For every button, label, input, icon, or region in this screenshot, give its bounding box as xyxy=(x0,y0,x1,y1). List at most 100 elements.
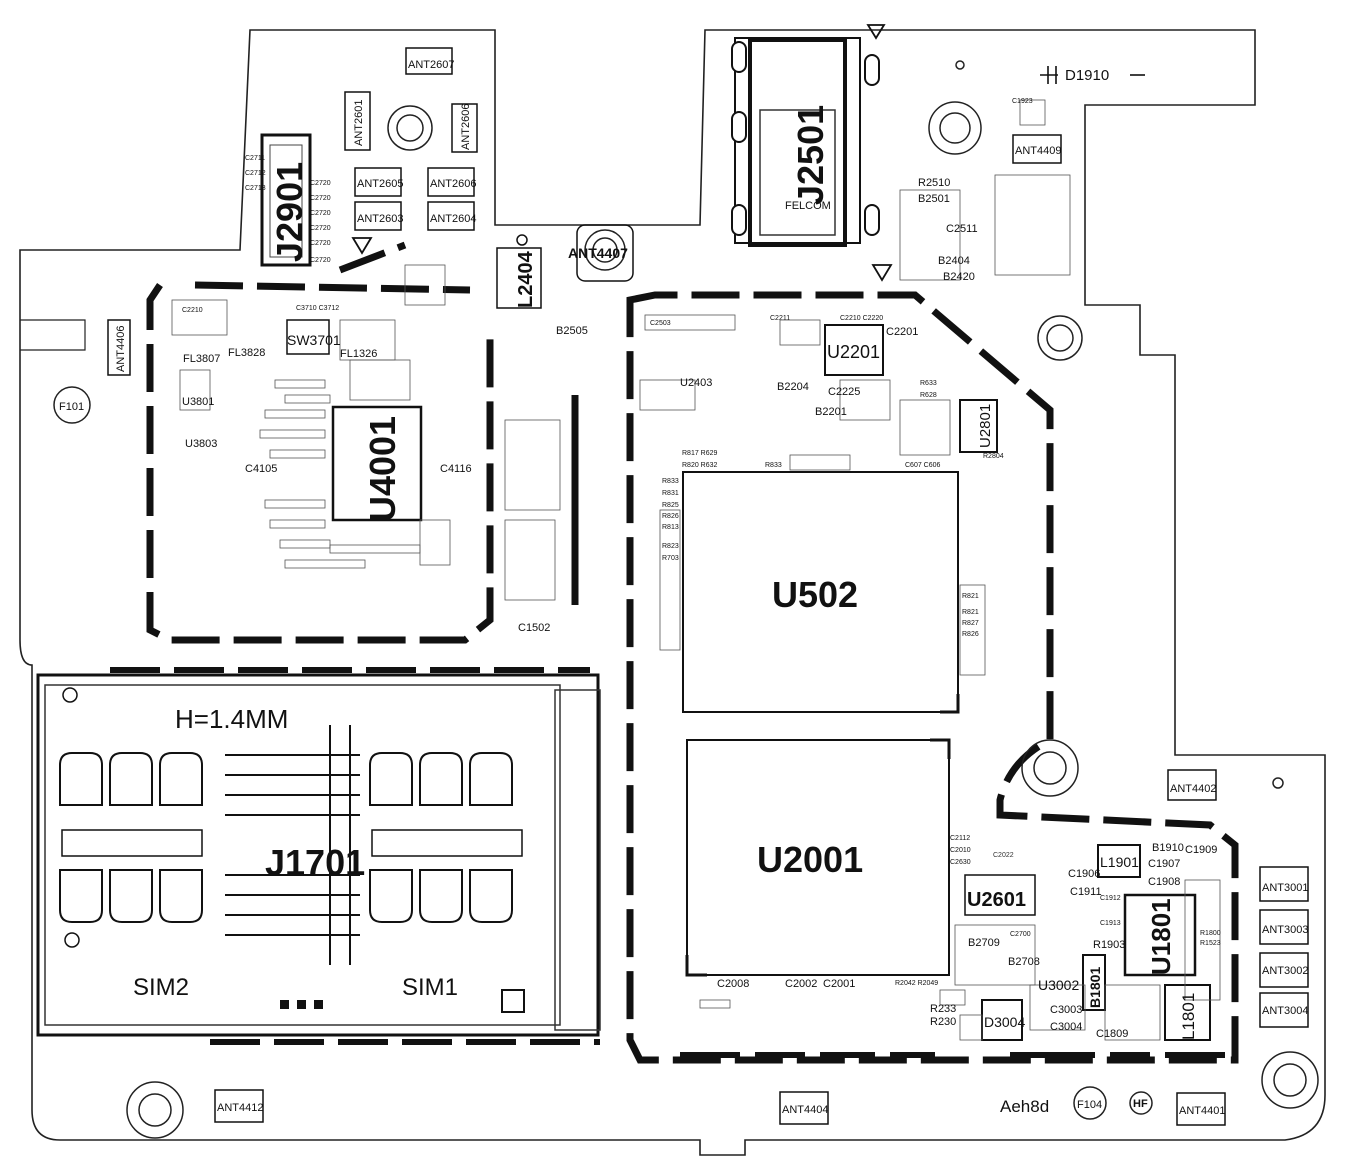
b2501-label: B2501 xyxy=(918,193,950,205)
c2001-label: C2001 xyxy=(823,978,855,990)
svg-text:C1913: C1913 xyxy=(1100,920,1121,927)
ant3003-label: ANT3003 xyxy=(1262,924,1308,936)
svg-text:C2720: C2720 xyxy=(310,180,331,187)
felcom-label: FELCOM xyxy=(785,200,831,212)
svg-text:R2042 R2049: R2042 R2049 xyxy=(895,980,938,987)
c4116-label: C4116 xyxy=(440,463,472,475)
u3803-label: U3803 xyxy=(185,438,217,450)
svg-text:C2630: C2630 xyxy=(950,859,971,866)
svg-text:C2720: C2720 xyxy=(310,240,331,247)
sim-height-label: H=1.4MM xyxy=(175,704,288,734)
ant3004-label: ANT3004 xyxy=(1262,1005,1308,1017)
u502-label: U502 xyxy=(772,574,858,615)
b1801-label: B1801 xyxy=(1087,967,1103,1008)
hf-label: HF xyxy=(1133,1098,1148,1110)
u3002-label: U3002 xyxy=(1038,977,1079,993)
c4105-label: C4105 xyxy=(245,463,277,475)
svg-text:C2010: C2010 xyxy=(950,847,971,854)
l2404-label: L2404 xyxy=(515,250,537,308)
c2008-label: C2008 xyxy=(717,978,749,990)
fl1326-label: FL1326 xyxy=(340,348,377,360)
svg-text:C2720: C2720 xyxy=(310,257,331,264)
ant2605-label: ANT2605 xyxy=(357,178,403,190)
d3004-label: D3004 xyxy=(984,1014,1025,1030)
svg-text:R1523: R1523 xyxy=(1200,940,1221,947)
c1502-label: C1502 xyxy=(518,622,550,634)
svg-text:C3710 C3712: C3710 C3712 xyxy=(296,305,339,312)
b2204-label: B2204 xyxy=(777,381,809,393)
r1903-label: R1903 xyxy=(1093,939,1125,951)
c2002-label: C2002 xyxy=(785,978,817,990)
ant2604-label: ANT2604 xyxy=(430,213,476,225)
l1801-label: L1801 xyxy=(1179,993,1198,1040)
d1910-label: D1910 xyxy=(1065,67,1109,84)
j2901-label: J2901 xyxy=(269,162,310,262)
b1910-label: B1910 xyxy=(1152,842,1184,854)
c2022-label: C2022 xyxy=(993,852,1014,859)
ant2601-label: ANT2601 xyxy=(353,100,365,146)
svg-text:R628: R628 xyxy=(920,392,937,399)
svg-text:R1800: R1800 xyxy=(1200,930,1221,937)
c1906-label: C1906 xyxy=(1068,868,1100,880)
svg-text:C2720: C2720 xyxy=(310,195,331,202)
j1701-label: J1701 xyxy=(265,842,365,883)
svg-text:R633: R633 xyxy=(920,380,937,387)
sim2-label: SIM2 xyxy=(133,974,189,1001)
u4001-label: U4001 xyxy=(362,416,403,522)
sw3701-label: SW3701 xyxy=(287,332,341,348)
svg-text:C2720: C2720 xyxy=(310,210,331,217)
l1901-label: L1901 xyxy=(1100,854,1139,870)
f101-label: F101 xyxy=(59,401,84,413)
sim1-label: SIM1 xyxy=(402,974,458,1001)
ant2606b-label: ANT2606 xyxy=(430,178,476,190)
c3004-label: C3004 xyxy=(1050,1021,1082,1033)
ant4406-label: ANT4406 xyxy=(115,326,127,372)
svg-text:C607 C606: C607 C606 xyxy=(905,462,941,469)
b2201-label: B2201 xyxy=(815,406,847,418)
c1908-label: C1908 xyxy=(1148,876,1180,888)
u2601-label: U2601 xyxy=(967,889,1026,911)
u2801-label: U2801 xyxy=(977,404,994,448)
svg-text:R703: R703 xyxy=(662,555,679,562)
svg-text:C2720: C2720 xyxy=(310,225,331,232)
svg-text:R826: R826 xyxy=(662,513,679,520)
c2511-label: C2511 xyxy=(946,223,978,235)
svg-text:R2804: R2804 xyxy=(983,453,1004,460)
ant4404-label: ANT4404 xyxy=(782,1104,828,1116)
u3801-label: U3801 xyxy=(182,396,214,408)
svg-text:C1912: C1912 xyxy=(1100,895,1121,902)
u1801-label: U1801 xyxy=(1146,898,1176,975)
ant3001-label: ANT3001 xyxy=(1262,882,1308,894)
svg-text:C2712: C2712 xyxy=(245,170,266,177)
b2420-label: B2420 xyxy=(943,271,975,283)
f104-label: F104 xyxy=(1077,1099,1102,1111)
ant3002-label: ANT3002 xyxy=(1262,965,1308,977)
c1809-label: C1809 xyxy=(1096,1028,1128,1040)
ant2607-label: ANT2607 xyxy=(408,59,454,71)
svg-text:C2211: C2211 xyxy=(770,315,790,322)
c1907-label: C1907 xyxy=(1148,858,1180,870)
ant2606-label: ANT2606 xyxy=(460,104,472,150)
svg-text:R826: R826 xyxy=(962,631,979,638)
svg-text:R821: R821 xyxy=(962,593,979,600)
fl3828-label: FL3828 xyxy=(228,347,265,359)
u2001-label: U2001 xyxy=(757,839,863,880)
r2510-label: R2510 xyxy=(918,177,950,189)
svg-text:C2700: C2700 xyxy=(1010,931,1031,938)
board-code-label: Aeh8d xyxy=(1000,1097,1049,1116)
b2709-label: B2709 xyxy=(968,937,1000,949)
svg-text:R827: R827 xyxy=(962,620,979,627)
b2404-label: B2404 xyxy=(938,255,970,267)
svg-text:C2711: C2711 xyxy=(245,155,265,162)
ant4402-label: ANT4402 xyxy=(1170,783,1216,795)
svg-text:C2503: C2503 xyxy=(650,320,671,327)
svg-text:R831: R831 xyxy=(662,490,679,497)
c2225-label: C2225 xyxy=(828,386,860,398)
svg-text:R813: R813 xyxy=(662,524,679,531)
u2403-label: U2403 xyxy=(680,377,712,389)
svg-text:R821: R821 xyxy=(962,609,979,616)
svg-text:C1923: C1923 xyxy=(1012,98,1033,105)
svg-text:C2210: C2210 xyxy=(182,307,203,314)
